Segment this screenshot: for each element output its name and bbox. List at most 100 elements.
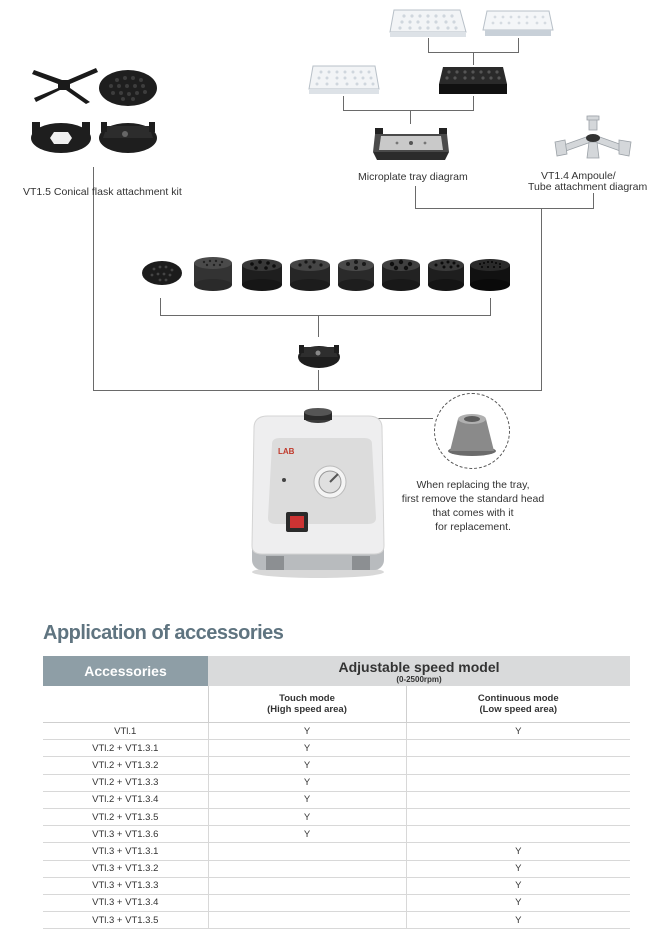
rubber-insert-icon (470, 259, 510, 291)
microplate-tray-image (373, 128, 449, 160)
device-logo: LAB (278, 447, 295, 456)
connector-line (355, 418, 433, 419)
touch-mode-range: (High speed area) (267, 704, 347, 715)
cell-continuous: Y (406, 860, 631, 878)
cell-touch: Y (207, 791, 407, 809)
connector-line (343, 96, 344, 110)
cell-name: VTl.3 + VT1.3.4 (43, 894, 208, 913)
cell-touch: Y (207, 825, 407, 844)
cell-continuous (406, 739, 631, 758)
note-line: When replacing the tray, (416, 479, 530, 491)
cell-name: VTl.2 + VT1.3.5 (43, 808, 208, 827)
microplate-image (389, 9, 467, 37)
rubber-insert-icon (428, 259, 464, 291)
table-row: VTl.3 + VT1.3.1 Y (43, 842, 631, 861)
cell-continuous (406, 825, 631, 844)
vortex-mixer-image: LAB (251, 408, 385, 578)
cell-continuous (406, 774, 631, 792)
connector-line (318, 370, 319, 391)
ampoule-caption-line1: VT1.4 Ampoule/ (541, 170, 616, 182)
cell-name: VTl.2 + VT1.3.3 (43, 774, 208, 792)
cell-touch (207, 877, 407, 895)
continuous-mode-range: (Low speed area) (479, 704, 558, 715)
table-subheader-row: Touch mode (High speed area) Continuous … (43, 686, 631, 723)
cell-continuous (406, 791, 631, 809)
rubber-insert-icon (194, 257, 232, 291)
cell-continuous (406, 808, 631, 827)
cell-name: VTl.2 + VT1.3.2 (43, 756, 208, 775)
microplate-image (308, 65, 380, 94)
connector-line (318, 315, 319, 337)
note-line: that comes with it (432, 507, 514, 519)
cell-touch (207, 842, 407, 861)
cell-touch (207, 911, 407, 930)
flask-base-image (31, 122, 91, 153)
subheader-touch-mode: Touch mode (High speed area) (207, 686, 407, 723)
connector-line (473, 96, 474, 110)
standard-head-icon (448, 414, 496, 456)
rubber-insert-icon (290, 259, 330, 291)
header-model: Adjustable speed model (0-2500rpm) (208, 656, 631, 686)
connector-line (415, 208, 594, 209)
rubber-insert-icon (242, 259, 282, 291)
continuous-mode-label: Continuous mode (477, 693, 559, 704)
cell-continuous: Y (406, 722, 631, 741)
insert-row (142, 257, 510, 291)
cell-touch (207, 894, 407, 913)
header-model-range: (0-2500rpm) (396, 675, 442, 684)
connector-line (593, 193, 594, 208)
header-model-title: Adjustable speed model (338, 659, 500, 675)
connector-line (428, 38, 429, 52)
connector-line (93, 390, 542, 391)
standard-head-callout (434, 393, 510, 469)
rubber-pad-image (99, 70, 157, 106)
cell-name: VTl.3 + VT1.3.2 (43, 860, 208, 878)
note-line: for replacement. (435, 521, 511, 533)
cell-name: VTl.3 + VT1.3.6 (43, 825, 208, 844)
rubber-insert-icon (142, 261, 182, 285)
cell-touch: Y (207, 722, 407, 741)
insert-holder-image (298, 345, 340, 368)
section-title: Application of accessories (43, 622, 284, 644)
table-row: VTl.3 + VT1.3.4 Y (43, 894, 631, 913)
connector-line (415, 186, 416, 208)
conical-flask-kit-caption: VT1.5 Conical flask attachment kit (23, 186, 182, 198)
header-accessories: Accessories (43, 656, 208, 686)
rubber-insert-icon (382, 259, 420, 291)
cell-name: VTl.2 + VT1.3.4 (43, 791, 208, 809)
connector-line (160, 315, 491, 316)
connector-line (343, 110, 474, 111)
connector-line (490, 298, 491, 315)
cell-name: VTl.3 + VT1.3.5 (43, 911, 208, 930)
rubber-insert-icon (338, 259, 374, 291)
flask-base-image (99, 122, 157, 153)
cell-touch: Y (207, 774, 407, 792)
cell-name: VTl.2 + VT1.3.1 (43, 739, 208, 758)
ampoule-caption-line2: Tube attachment diagram (528, 181, 648, 193)
note-line: first remove the standard head (401, 493, 545, 505)
cell-continuous: Y (406, 894, 631, 913)
cell-name: VTl.3 + VT1.3.1 (43, 842, 208, 861)
accessory-diagram: VT1.5 Conical flask attachment kit Micro… (23, 9, 648, 578)
touch-mode-label: Touch mode (279, 693, 335, 704)
microplate-image (482, 10, 554, 36)
table-header-row: Accessories Adjustable speed model (0-25… (43, 656, 631, 686)
cell-continuous: Y (406, 842, 631, 861)
table-row: VTl.3 + VT1.3.2 Y (43, 860, 631, 878)
connector-line (473, 52, 474, 65)
cell-name: VTl.1 (43, 722, 208, 741)
cell-touch: Y (207, 739, 407, 758)
connector-line (410, 110, 411, 124)
connector-line (518, 38, 519, 52)
cell-continuous (406, 756, 631, 775)
star-holder-image (32, 68, 98, 104)
subheader-continuous-mode: Continuous mode (Low speed area) (406, 686, 631, 723)
